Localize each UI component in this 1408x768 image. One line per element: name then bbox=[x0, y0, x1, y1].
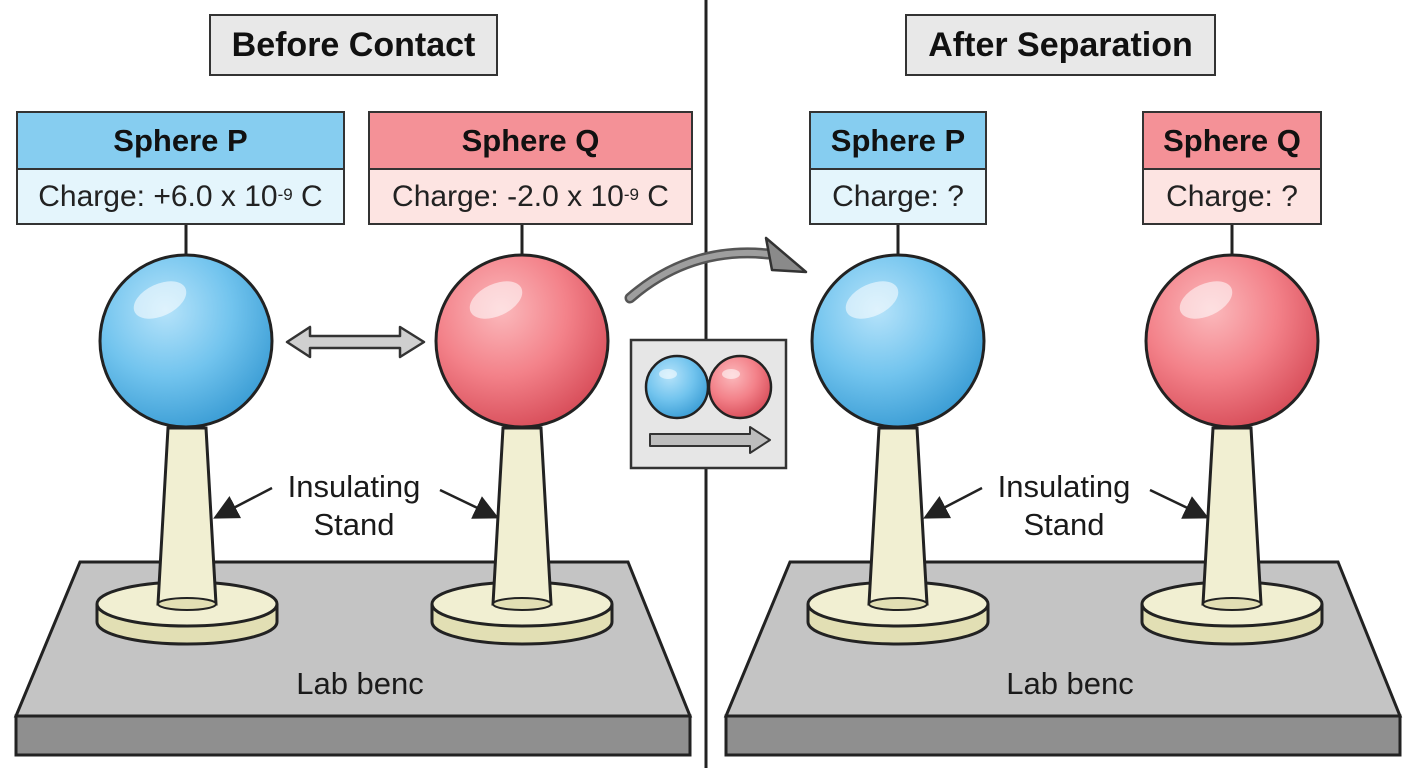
stand-label-line1: Insulating bbox=[997, 469, 1131, 504]
sphere-p-before-label: Sphere P Charge: +6.0 x 10-9 C bbox=[16, 111, 345, 225]
sphere-q-after bbox=[1144, 253, 1320, 429]
sphere-p-before bbox=[98, 253, 274, 429]
stand-pointer-arrow-left-p bbox=[213, 486, 273, 519]
sphere-p-before-charge: Charge: +6.0 x 10-9 C bbox=[18, 170, 343, 223]
charge-exponent: -9 bbox=[623, 184, 639, 204]
curved-arrow-icon bbox=[624, 236, 808, 304]
bench-label-before: Lab benc bbox=[296, 666, 424, 701]
stand-label-line2: Stand bbox=[313, 507, 395, 542]
sphere-q-before-name: Sphere Q bbox=[370, 113, 691, 170]
stand-pointer-arrow-left-q bbox=[439, 488, 500, 519]
double-arrow-icon bbox=[285, 325, 426, 359]
sphere-q-after-name: Sphere Q bbox=[1144, 113, 1320, 170]
charge-prefix: Charge: -2.0 x 10 bbox=[392, 179, 624, 213]
stand-label-before: Insulating Stand bbox=[264, 468, 444, 544]
sphere-p-after-label: Sphere P Charge: ? bbox=[809, 111, 987, 225]
sphere-p-after bbox=[810, 253, 986, 429]
sphere-q-before-label: Sphere Q Charge: -2.0 x 10-9 C bbox=[368, 111, 693, 225]
charge-exponent: -9 bbox=[277, 184, 293, 204]
before-title: Before Contact bbox=[209, 14, 498, 76]
bench-label-after: Lab benc bbox=[1006, 666, 1134, 701]
after-title: After Separation bbox=[905, 14, 1216, 76]
sphere-p-after-charge: Charge: ? bbox=[811, 170, 985, 223]
insulating-stand-p-after bbox=[806, 426, 990, 646]
charge-prefix: Charge: +6.0 x 10 bbox=[38, 179, 278, 213]
contact-inset-icon bbox=[629, 338, 788, 470]
stand-label-line2: Stand bbox=[1023, 507, 1105, 542]
sphere-q-before bbox=[434, 253, 610, 429]
insulating-stand-q-before bbox=[430, 426, 614, 646]
transition bbox=[624, 236, 808, 470]
insulating-stand-p-before bbox=[95, 426, 279, 646]
before-panel bbox=[13, 225, 693, 757]
charge-unit: C bbox=[638, 179, 669, 213]
stand-pointer-arrow-right-q bbox=[1149, 488, 1210, 519]
stand-label-after: Insulating Stand bbox=[974, 468, 1154, 544]
charge-unit: C bbox=[292, 179, 323, 213]
stand-label-line1: Insulating bbox=[287, 469, 421, 504]
sphere-p-before-name: Sphere P bbox=[18, 113, 343, 170]
after-panel bbox=[723, 225, 1403, 757]
sphere-q-after-label: Sphere Q Charge: ? bbox=[1142, 111, 1322, 225]
insulating-stand-q-after bbox=[1140, 426, 1324, 646]
sphere-p-after-name: Sphere P bbox=[811, 113, 985, 170]
sphere-q-after-charge: Charge: ? bbox=[1144, 170, 1320, 223]
right-arrow-icon bbox=[649, 426, 771, 454]
sphere-q-before-charge: Charge: -2.0 x 10-9 C bbox=[370, 170, 691, 223]
stand-pointer-arrow-right-p bbox=[923, 486, 983, 519]
